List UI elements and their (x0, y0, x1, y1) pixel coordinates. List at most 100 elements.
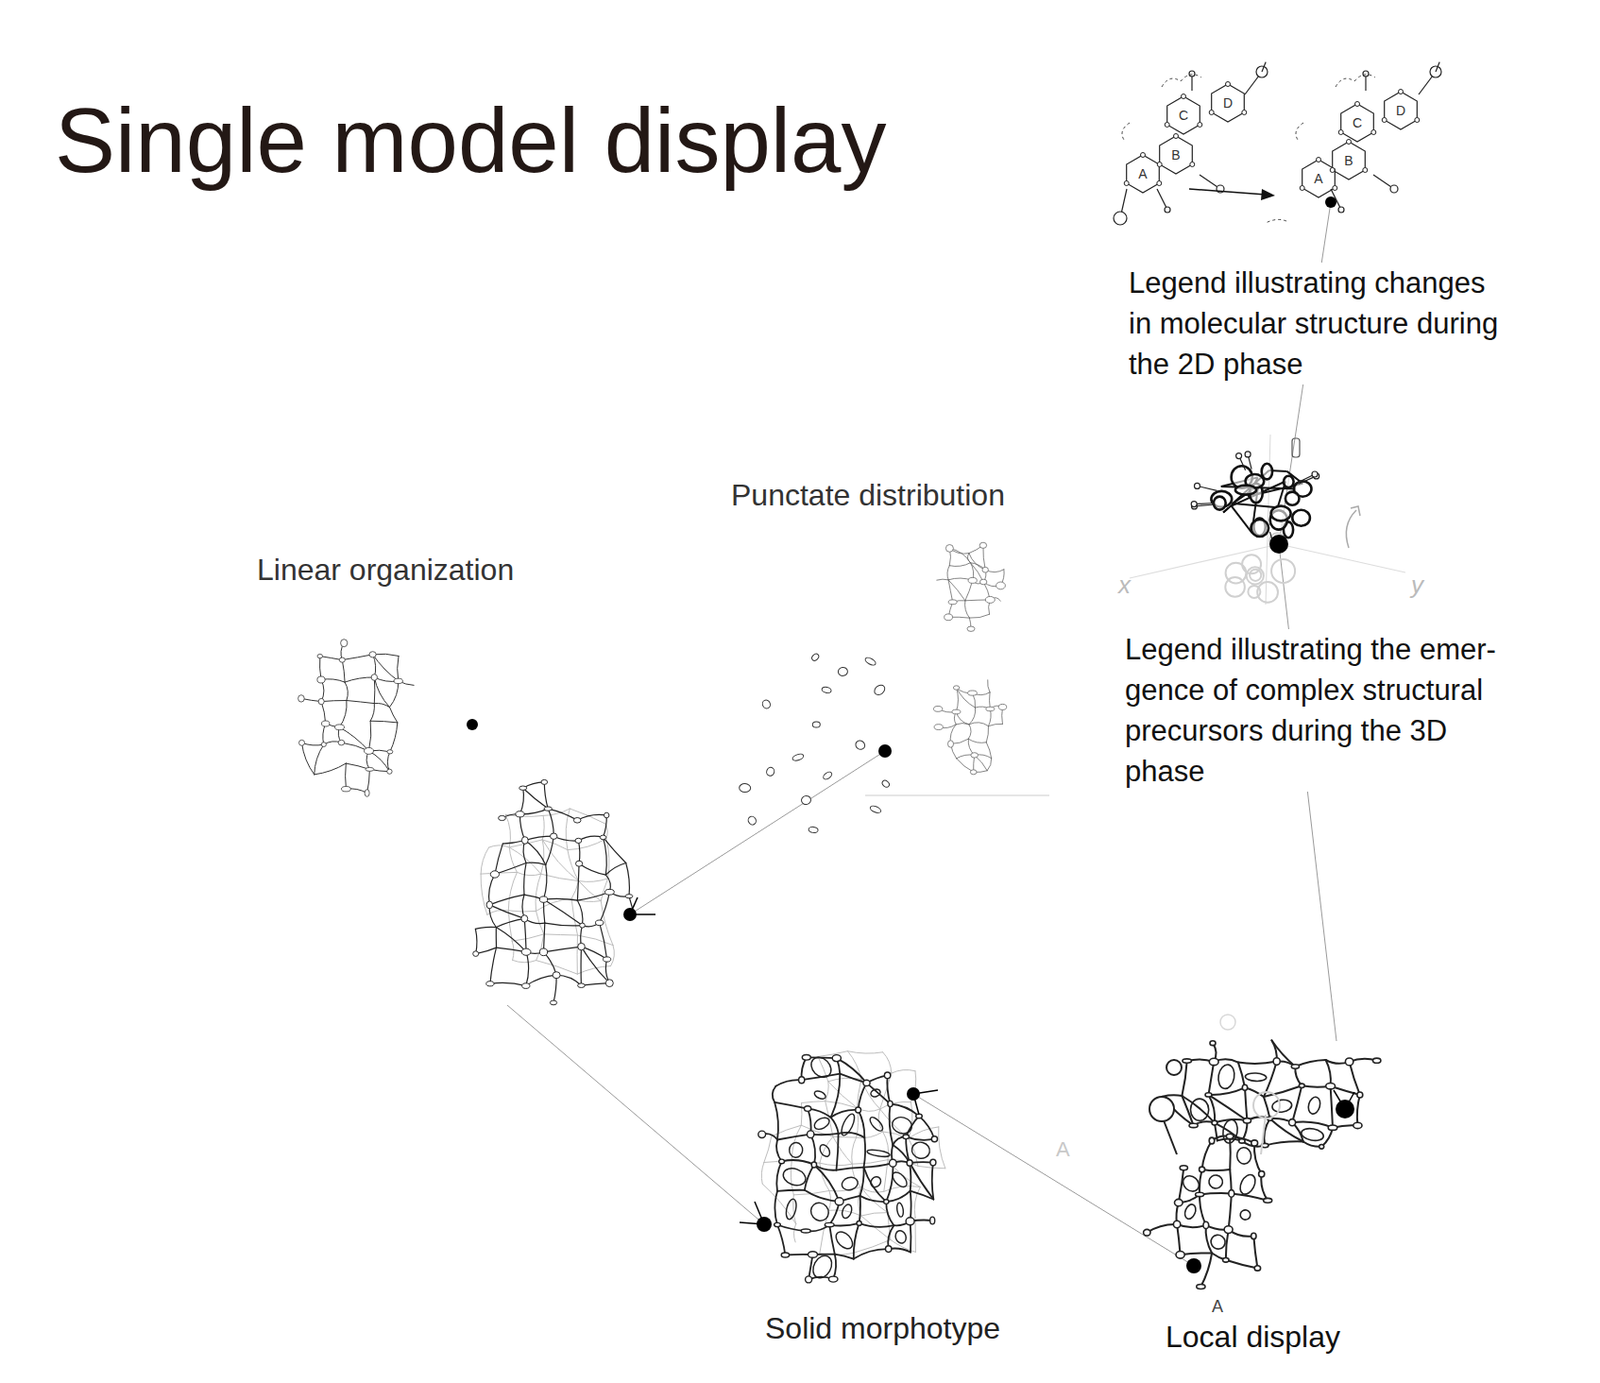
sketch-stroke (480, 873, 488, 915)
node-bead (967, 626, 975, 631)
sketch-stroke (1146, 1224, 1177, 1233)
atom-ball (1346, 139, 1352, 145)
sketch-stroke (859, 1223, 895, 1227)
punctate-dot (868, 804, 882, 815)
sketch-stroke (909, 1162, 911, 1192)
marker-tick (629, 913, 656, 916)
sketch-stroke (544, 922, 583, 926)
sketch-stroke (603, 815, 608, 837)
sketch-stroke (544, 922, 545, 953)
sketch-stroke (1231, 1192, 1268, 1200)
sketch-stroke (967, 553, 971, 563)
sketch-stroke (578, 835, 603, 841)
atom-ball (1311, 471, 1318, 477)
sketch-stroke (947, 565, 950, 580)
sketch-stroke (344, 677, 375, 682)
sketch-stroke (936, 578, 949, 581)
marker-tick (1344, 1091, 1355, 1109)
sketch-stroke (489, 874, 495, 905)
atom-ball (1253, 1091, 1280, 1119)
sketch-stroke (603, 836, 608, 875)
sketch-stroke (910, 1191, 935, 1200)
sketch-stroke (1238, 1062, 1245, 1089)
sketch-stroke (905, 1136, 910, 1163)
sketch-stroke (1231, 506, 1253, 533)
sketch-stroke (490, 982, 527, 986)
sketch-stroke (777, 1134, 811, 1141)
sketch-stroke (914, 1187, 920, 1218)
node-bead (1205, 1092, 1212, 1097)
node-bead (982, 566, 988, 573)
sketch-stroke (915, 1217, 917, 1253)
sketch-stroke (1253, 1235, 1258, 1268)
node-bead (980, 578, 988, 585)
sketch-stroke (374, 702, 390, 707)
sketch-stroke (988, 692, 991, 710)
node-bead (1182, 1058, 1192, 1063)
punctate-dot (808, 826, 819, 834)
sketch-stroke (774, 1102, 808, 1109)
node-bead (573, 817, 581, 824)
node-bead (1242, 1084, 1247, 1090)
sketch-stroke (341, 654, 373, 661)
punctate-dot (739, 782, 751, 792)
sketch-stroke (344, 681, 348, 700)
node-bead (779, 1158, 785, 1164)
sketch-stroke (489, 904, 525, 920)
sketch-stroke (833, 1228, 856, 1252)
sketch-stroke (883, 1052, 892, 1073)
sketch-stroke (1236, 1146, 1252, 1165)
sketch-stroke (828, 1209, 861, 1216)
node-bead (808, 1251, 818, 1259)
node-bead (1223, 1258, 1230, 1263)
node-bead (1179, 1165, 1188, 1171)
sketch-stroke (1265, 219, 1287, 223)
node-bead (1251, 1232, 1257, 1239)
leader-line (865, 795, 1050, 797)
sketch-stroke (512, 959, 537, 962)
atom-ball (1157, 162, 1162, 168)
node-bead (934, 724, 943, 731)
network-sketch (1162, 1039, 1381, 1149)
atom-ball (1190, 162, 1195, 168)
node-bead (341, 786, 352, 792)
sketch-stroke (1330, 1086, 1333, 1128)
node-bead (1291, 1064, 1299, 1069)
sketch-stroke (599, 891, 611, 923)
node-bead (1208, 1137, 1215, 1144)
punctate-dot (747, 815, 758, 827)
sketch-stroke (1260, 1114, 1266, 1155)
node-bead (1259, 1171, 1265, 1177)
sketch-stroke (788, 1141, 803, 1158)
sketch-stroke (340, 700, 348, 728)
atom-ball (1181, 94, 1187, 100)
node-bead (539, 948, 547, 956)
node-bead (979, 542, 987, 548)
hex-ring (1341, 103, 1375, 142)
sketch-stroke (578, 863, 606, 875)
sketch-stroke (909, 1160, 934, 1164)
sketch-stroke (542, 839, 568, 851)
sketch-stroke (302, 742, 315, 775)
atom-ball (1371, 130, 1377, 136)
node-bead (299, 739, 306, 746)
sketch-stroke (511, 934, 545, 941)
node-bead (486, 981, 494, 987)
node-bead (605, 979, 613, 988)
figure-label: Solid morphotype (765, 1310, 1001, 1346)
sketch-stroke (885, 1191, 910, 1203)
atom-ball (1113, 211, 1127, 225)
sketch-stroke (864, 1162, 894, 1168)
node-bead (1195, 1191, 1205, 1196)
sketch-stroke (1199, 1193, 1207, 1226)
sketch-stroke (302, 742, 324, 746)
sketch-stroke (853, 1223, 860, 1260)
node-bead (1263, 1197, 1273, 1203)
sketch-stroke (938, 1126, 946, 1169)
sketch-stroke (374, 677, 390, 708)
punctate-dot (812, 721, 820, 728)
ring-letter: C (1352, 116, 1362, 130)
atom-ring (1271, 506, 1292, 522)
sketch-stroke (891, 1069, 916, 1073)
node-bead (603, 956, 612, 962)
